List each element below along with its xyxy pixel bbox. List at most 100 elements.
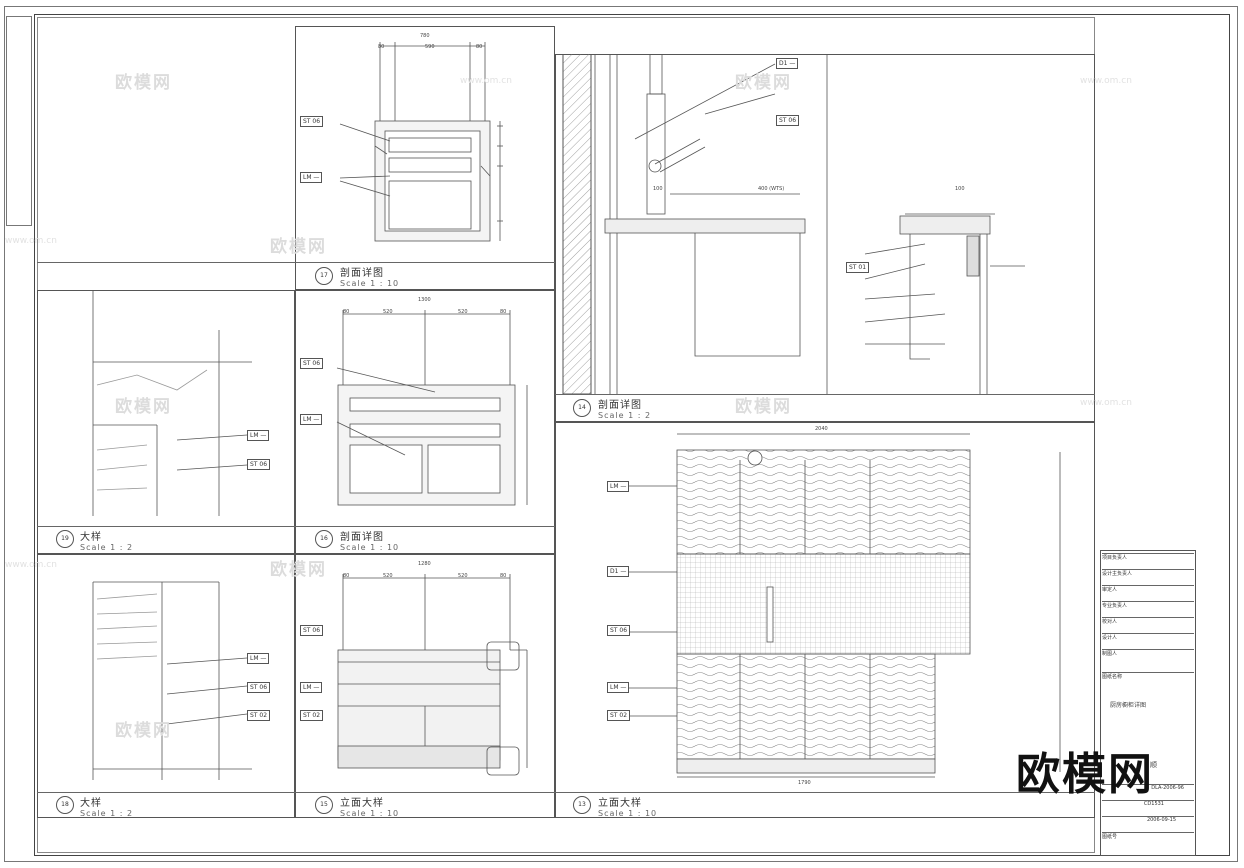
title-row-0: 项目负责人: [1102, 553, 1194, 561]
tag-st06-16: ST 06: [300, 358, 324, 369]
tag-d1-14: D1 —: [776, 58, 799, 69]
watermark-url-4: www.om.cn: [5, 236, 57, 246]
detail-drawing-19: [92, 290, 252, 516]
view-title-14: 剖面详图: [598, 400, 642, 411]
dim-13-top: 2040: [815, 426, 828, 432]
tag-st06-13: ST 06: [607, 625, 631, 636]
tag-st06-14: ST 06: [776, 115, 800, 126]
section-drawing-17: [339, 42, 503, 242]
panel-13: [555, 422, 1095, 818]
title-no: CD1531: [1102, 800, 1194, 807]
caption-bar-19: [37, 526, 555, 527]
view-title-16: 剖面详图: [340, 532, 384, 543]
dim-14-left: 100: [653, 186, 663, 192]
dim-17-b: 590: [425, 44, 435, 50]
dim-15-d: 80: [500, 573, 507, 579]
caption-bar-18: [37, 792, 555, 793]
panel-19: [37, 290, 295, 554]
title-row-6: 制图人: [1102, 649, 1194, 657]
watermark-url-5: www.om.cn: [5, 560, 57, 570]
view-number-17: 17: [315, 267, 333, 285]
view-scale-15: Scale 1 : 10: [340, 809, 400, 818]
caption-bar-14: [555, 394, 1095, 395]
dim-17-c: 80: [476, 44, 483, 50]
watermark-7: 欧模网: [115, 721, 172, 741]
dim-16-a: 80: [343, 309, 350, 315]
watermark-url-1: www.om.cn: [460, 76, 512, 86]
watermark-1: 欧模网: [115, 73, 172, 93]
watermark-5: 欧模网: [735, 397, 792, 417]
inner-frame: [34, 14, 1230, 856]
view-scale-16: Scale 1 : 10: [340, 543, 400, 552]
dim-14-right: 100: [955, 186, 965, 192]
caption-bar-top: [37, 262, 295, 263]
panel-15: [295, 554, 555, 818]
tag-st06-18: ST 06: [247, 682, 271, 693]
tag-lm-17: LM —: [300, 172, 323, 183]
dim-13-bottom: 1790: [798, 780, 811, 786]
tag-st02-18: ST 02: [247, 710, 271, 721]
left-margin-strip: [6, 16, 32, 226]
dim-16-top: 1300: [418, 297, 431, 303]
caption-bar-13: [555, 792, 1095, 793]
view-title-17: 剖面详图: [340, 268, 384, 279]
view-number-13: 13: [573, 796, 591, 814]
title-sheet: 顺: [1150, 761, 1157, 769]
watermark-3: 欧模网: [115, 397, 172, 417]
view-number-18: 18: [56, 796, 74, 814]
tag-st06-15: ST 06: [300, 625, 324, 636]
view-title-18: 大样: [80, 798, 102, 809]
watermark-url-2: www.om.cn: [1080, 76, 1132, 86]
watermark-4: 欧模网: [735, 73, 792, 93]
elevation-drawing-13: [615, 433, 1061, 778]
tag-lm-13b: LM —: [607, 682, 630, 693]
title-drawing-name: 厨房橱柜详图: [1110, 702, 1147, 709]
title-row-5: 设计人: [1102, 633, 1194, 641]
title-block: [1100, 550, 1196, 856]
title-date: 2006-09-15: [1102, 816, 1194, 823]
section-drawing-14: [562, 54, 1025, 394]
view-title-13: 立面大样: [598, 798, 642, 809]
view-number-16: 16: [315, 530, 333, 548]
tag-lm-18: LM —: [247, 653, 270, 664]
dim-17-a: 80: [378, 44, 385, 50]
tag-lm-15: LM —: [300, 682, 323, 693]
dim-14-mid: 400 (WTS): [758, 186, 785, 192]
panel-17: [295, 26, 555, 290]
tag-st06-19: ST 06: [247, 459, 271, 470]
view-scale-13: Scale 1 : 10: [598, 809, 658, 818]
title-code: DLA-2006-96: [1102, 784, 1194, 791]
tag-lm-16: LM —: [300, 414, 323, 425]
view-scale-18: Scale 1 : 2: [80, 809, 134, 818]
view-number-14: 14: [573, 399, 591, 417]
panel-14: [555, 54, 1095, 422]
dim-15-c: 520: [458, 573, 468, 579]
dim-16-d: 80: [500, 309, 507, 315]
tag-lm-19: LM —: [247, 430, 270, 441]
view-title-19: 大样: [80, 532, 102, 543]
dim-15-top: 1280: [418, 561, 431, 567]
tag-d1-13: D1 —: [607, 566, 630, 577]
dim-15-a: 80: [343, 573, 350, 579]
tag-st02-15: ST 02: [300, 710, 324, 721]
title-sheet-label: 图纸号: [1102, 832, 1194, 840]
view-number-19: 19: [56, 530, 74, 548]
title-drawing-label: 图纸名称: [1102, 672, 1194, 680]
section-drawing-16: [336, 310, 528, 506]
elevation-drawing-15: [337, 574, 528, 776]
dim-17-top: 780: [420, 33, 430, 39]
view-title-15: 立面大样: [340, 798, 384, 809]
dim-16-c: 520: [458, 309, 468, 315]
outer-frame: [4, 6, 1238, 862]
tag-st06-17: ST 06: [300, 116, 324, 127]
watermark-6: 欧模网: [270, 560, 327, 580]
title-row-2: 审定人: [1102, 585, 1194, 593]
caption-bar-17: [295, 262, 555, 263]
